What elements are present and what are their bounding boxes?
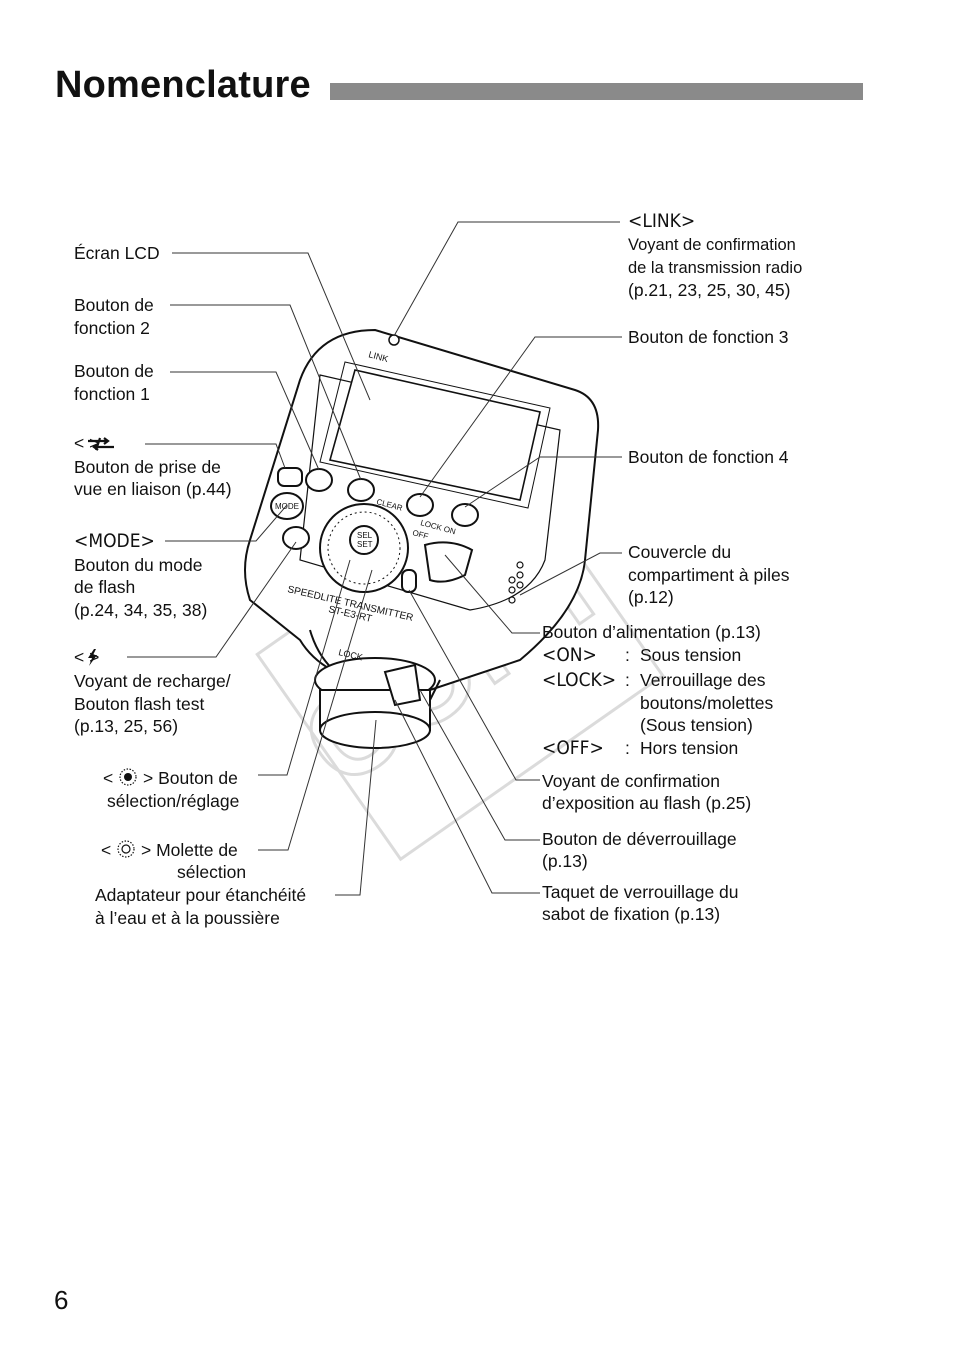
label-function-1-line2: fonction 1 <box>74 384 150 404</box>
label-battery-line3: (p.12) <box>628 587 674 607</box>
lock-description-line3: (Sous tension) <box>640 715 753 735</box>
link-symbol: <LINK> <box>628 210 696 232</box>
page-number: 6 <box>54 1285 69 1315</box>
lock-symbol: <LOCK> <box>542 669 617 691</box>
linked-shot-symbol-text: < > <box>74 433 100 453</box>
off-colon: : <box>625 738 630 758</box>
page-title: Nomenclature <box>55 64 311 106</box>
set-label-text: > Bouton de <box>142 768 238 788</box>
linked-shot-symbol: < > <box>74 432 114 455</box>
label-lcd: Écran LCD <box>74 243 160 263</box>
label-linked-line1: Bouton de prise de <box>74 457 221 477</box>
function-button-3 <box>406 493 434 517</box>
label-pin-line2: sabot de fixation (p.13) <box>542 904 721 924</box>
lock-description-line2: boutons/molettes <box>640 693 774 713</box>
on-description: Sous tension <box>640 645 742 665</box>
linked-shot-icon <box>88 437 114 451</box>
flash-test-button <box>282 526 310 550</box>
label-dial-line2: sélection <box>177 862 247 882</box>
label-adapter-line1: Adaptateur pour étanchéité <box>95 885 307 905</box>
mode-button <box>270 492 304 520</box>
label-pin-line1: Taquet de verrouillage du <box>542 882 739 902</box>
label-link-line1: Voyant de confirmation <box>628 236 796 254</box>
linked-shot-button <box>277 467 303 487</box>
label-link-line2: de la transmission radio <box>628 259 803 277</box>
label-battery-line2: compartiment à piles <box>628 565 790 585</box>
label-battery-line1: Couvercle du <box>628 542 732 562</box>
set-button-icon <box>119 768 137 786</box>
label-link-line3: (p.21, 23, 25, 30, 45) <box>628 280 791 300</box>
label-flash-line1: Voyant de recharge/ <box>74 671 231 691</box>
on-symbol: <ON> <box>542 644 597 666</box>
label-mode-line3: (p.24, 34, 35, 38) <box>74 600 208 620</box>
label-fec-line2: d’exposition au flash (p.25) <box>542 793 752 813</box>
set-button <box>349 525 379 555</box>
device-sel-text: SEL <box>357 531 373 540</box>
flash-symbol: < > <box>74 646 99 669</box>
power-switch <box>401 541 474 593</box>
label-set-line2: sélection/réglage <box>107 791 240 811</box>
function-buttons <box>270 467 479 550</box>
label-function-2-line2: fonction 2 <box>74 318 150 338</box>
label-set-line1: < > Bouton de <box>103 767 238 790</box>
label-function-2-line1: Bouton de <box>74 295 154 315</box>
function-button-1 <box>305 468 333 492</box>
mode-symbol: <MODE> <box>74 530 155 552</box>
label-flash-line3: (p.13, 25, 56) <box>74 716 179 736</box>
label-power: Bouton d’alimentation (p.13) <box>542 622 761 642</box>
label-adapter-line2: à l’eau et à la poussière <box>95 908 280 928</box>
on-colon: : <box>625 645 630 665</box>
link-lamp-icon <box>388 334 400 346</box>
off-symbol: <OFF> <box>542 737 604 759</box>
selection-dial <box>319 503 409 593</box>
off-description: Hors tension <box>640 738 739 758</box>
dial-label-text: > Molette de <box>140 840 238 860</box>
leader-lines <box>127 221 622 896</box>
lock-colon: : <box>625 670 630 690</box>
label-flash-line2: Bouton flash test <box>74 694 205 714</box>
label-function-1-line1: Bouton de <box>74 361 154 381</box>
dial-symbol-open: < <box>101 840 112 860</box>
flash-icon <box>88 649 97 666</box>
fec-lamp <box>401 569 417 593</box>
device-mode-text: MODE <box>275 502 299 511</box>
label-dial-line1: < > Molette de <box>101 839 238 862</box>
function-button-2 <box>347 478 375 502</box>
label-function-4: Bouton de fonction 4 <box>628 447 789 467</box>
device-off-text: OFF <box>411 528 429 541</box>
dial-icon <box>117 840 135 858</box>
lock-description-line1: Verrouillage des <box>640 670 766 690</box>
label-linked-line2: vue en liaison (p.44) <box>74 479 232 499</box>
title-rule <box>330 83 863 100</box>
label-function-3: Bouton de fonction 3 <box>628 327 789 347</box>
label-mode-line1: Bouton du mode <box>74 555 203 575</box>
function-button-4 <box>451 503 479 527</box>
set-symbol-open: < <box>103 768 114 788</box>
device-set-text: SET <box>357 540 373 549</box>
label-release-line1: Bouton de déverrouillage <box>542 829 737 849</box>
label-fec-line1: Voyant de confirmation <box>542 771 721 791</box>
label-mode-line2: de flash <box>74 577 136 597</box>
label-release-line2: (p.13) <box>542 851 588 871</box>
